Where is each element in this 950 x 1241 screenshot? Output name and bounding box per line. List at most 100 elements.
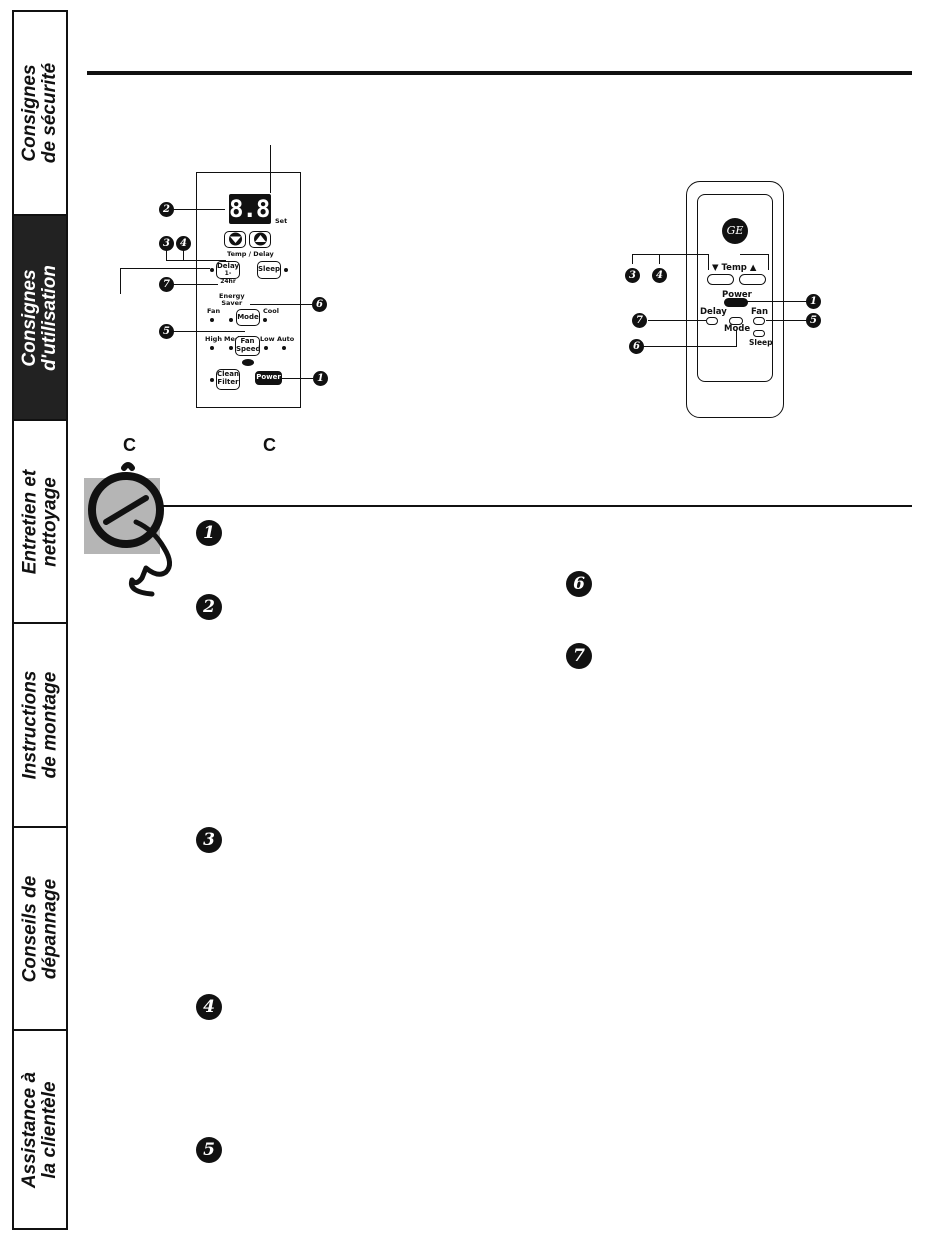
fan-auto-light — [282, 346, 286, 350]
fan-mode-light — [210, 318, 214, 322]
remote-delay-label: Delay — [700, 307, 727, 317]
tab-label-line: d'utilisation — [39, 264, 61, 371]
step-1-marker: 1 — [196, 520, 222, 546]
temp-delay-label: Temp / Delay — [227, 250, 274, 258]
step-6-marker: 6 — [566, 571, 592, 597]
clean-filter-button[interactable]: Clean Filter — [216, 369, 240, 390]
tab-troubleshooting[interactable]: Conseils de dépannage — [14, 828, 66, 1031]
tab-label-line: de montage — [39, 671, 61, 779]
remote-temp-down-button[interactable] — [707, 274, 734, 285]
tab-installation[interactable]: Instructions de montage — [14, 624, 66, 828]
mode-button[interactable]: Mode — [236, 309, 260, 326]
remote-fan-label: Fan — [751, 307, 769, 317]
tab-consumer-support[interactable]: Assistance à la clientèle — [14, 1031, 66, 1228]
section-rule — [160, 505, 912, 507]
tab-label-line: de sécurité — [39, 62, 61, 164]
remote-callout-1: 1 — [806, 294, 821, 309]
callout-5: 5 — [159, 324, 174, 339]
leader-line — [746, 301, 807, 302]
ge-logo: GE — [722, 218, 748, 244]
section-letter: C — [123, 435, 136, 455]
tab-label-line: la clientèle — [39, 1080, 60, 1179]
remote-sleep-label: Sleep — [749, 338, 773, 347]
set-label: Set — [275, 217, 288, 225]
delay-indicator-light — [210, 268, 214, 272]
section-letter: C — [263, 435, 276, 455]
control-panel: 8.8. Set Temp / Delay Delay 1-24hr Sleep… — [196, 172, 301, 408]
temperature-display: 8.8. — [229, 194, 284, 224]
temp-down-button[interactable] — [224, 231, 246, 248]
leader-line — [659, 254, 660, 264]
leader-line — [632, 254, 633, 264]
tab-care-cleaning[interactable]: Entretien et nettoyage — [14, 421, 66, 624]
arrow-up-icon: ▲ — [749, 263, 757, 273]
leader-line — [120, 268, 121, 294]
callout-1: 1 — [313, 371, 328, 386]
sleep-indicator-light — [284, 268, 288, 272]
tab-label-line: Consignes — [19, 268, 41, 367]
fan-mode-label: Fan — [207, 307, 221, 315]
energy-saver-label-line: Energy — [219, 292, 245, 300]
tab-label-line: Assistance à — [19, 1071, 40, 1188]
callout-4: 4 — [176, 236, 191, 251]
remote-callout-5: 5 — [806, 313, 821, 328]
remote-sleep-button[interactable] — [753, 330, 765, 337]
callout-6: 6 — [312, 297, 327, 312]
energy-saver-label-line: Saver — [221, 299, 243, 307]
leader-line — [173, 331, 245, 332]
remote-mode-label: Mode — [724, 324, 751, 334]
clean-filter-button-label: Clean — [217, 370, 239, 378]
tab-label-line: Conseils de — [19, 875, 40, 982]
leader-line — [120, 268, 210, 269]
delay-button[interactable]: Delay 1-24hr — [216, 261, 240, 285]
tab-installation-label: Instructions de montage — [19, 670, 61, 780]
leader-line — [736, 330, 737, 346]
tab-safety-label: Consignes de sécurité — [19, 62, 61, 164]
fan-speed-button-label: Speed — [236, 345, 261, 353]
remote-fan-button[interactable] — [753, 317, 765, 325]
clean-filter-button-label: Filter — [217, 378, 239, 386]
temp-up-button[interactable] — [249, 231, 271, 248]
leader-line — [766, 320, 807, 321]
remote-face: GE — [697, 194, 773, 382]
remote-temp-up-button[interactable] — [739, 274, 766, 285]
tab-label-line: Instructions — [19, 670, 41, 780]
remote-control: GE ▼ Temp ▲ Power Delay Fan Mode Sleep — [686, 181, 784, 418]
tab-troubleshooting-label: Conseils de dépannage — [19, 875, 60, 982]
leader-line — [281, 378, 313, 379]
leader-line — [166, 250, 167, 260]
tab-safety[interactable]: Consignes de sécurité — [14, 12, 66, 216]
delay-button-label: Delay — [217, 262, 240, 270]
remote-sensor — [242, 359, 254, 366]
remote-power-button[interactable] — [724, 298, 748, 307]
leader-line — [740, 254, 768, 255]
callout-7: 7 — [159, 277, 174, 292]
fan-speed-button[interactable]: Fan Speed — [235, 336, 261, 356]
sleep-button[interactable]: Sleep — [257, 261, 281, 279]
delay-button-sublabel: 1-24hr — [220, 270, 236, 285]
tab-label-line: nettoyage — [39, 476, 60, 567]
step-2-marker: 2 — [196, 594, 222, 620]
step-3-marker: 3 — [196, 827, 222, 853]
callout-3: 3 — [159, 236, 174, 251]
remote-callout-4: 4 — [652, 268, 667, 283]
fan-high-light — [210, 346, 214, 350]
step-4-marker: 4 — [196, 994, 222, 1020]
energy-saver-light — [229, 318, 233, 322]
leader-line — [708, 254, 709, 270]
remote-callout-7: 7 — [632, 313, 647, 328]
remote-callout-6: 6 — [629, 339, 644, 354]
power-button[interactable]: Power — [255, 371, 282, 385]
tab-operation[interactable]: Consignes d'utilisation — [14, 216, 66, 421]
callout-2: 2 — [159, 202, 174, 217]
remote-power-label: Power — [722, 290, 752, 300]
tab-care-cleaning-label: Entretien et nettoyage — [19, 469, 60, 574]
remote-callout-3: 3 — [625, 268, 640, 283]
remote-mode-button[interactable] — [729, 317, 743, 325]
leader-line — [643, 346, 737, 347]
section-tab-bar: Consignes de sécurité Consignes d'utilis… — [12, 10, 68, 1230]
fan-low-light — [264, 346, 268, 350]
remote-delay-button[interactable] — [706, 317, 718, 325]
leader-line — [173, 284, 218, 285]
tab-operation-label: Consignes d'utilisation — [19, 264, 61, 371]
